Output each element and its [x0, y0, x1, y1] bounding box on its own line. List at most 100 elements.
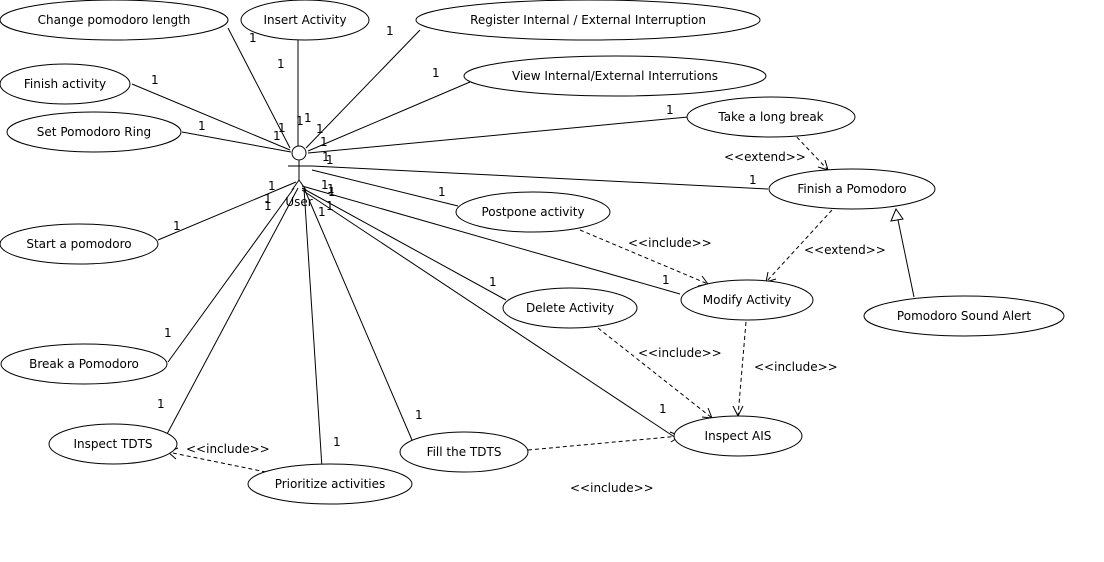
- mult-actor-3: 1: [278, 121, 286, 135]
- use-case-view-interruptions[interactable]: View Internal/External Interrutions: [463, 55, 767, 97]
- include-label-2: <<include>>: [638, 346, 722, 360]
- mult-delete-activity: 1: [489, 275, 497, 289]
- assoc-modify-activity: [301, 185, 681, 295]
- actor-label: User: [285, 195, 312, 209]
- assoc-register-interruption: [305, 29, 421, 149]
- use-case-break-pomodoro[interactable]: Break a Pomodoro: [0, 343, 168, 385]
- mult-actor-12: 1: [321, 178, 329, 192]
- mult-actor-10: 1: [264, 192, 272, 206]
- use-case-sound-alert[interactable]: Pomodoro Sound Alert: [863, 295, 1065, 337]
- dep-modify-include: [737, 321, 747, 417]
- actor-head: [291, 145, 307, 161]
- mult-actor-8: 1: [326, 153, 334, 167]
- stereotype-labels: <<extend>> <<include>> <<extend>> <<incl…: [186, 150, 886, 495]
- dep-postpone-include: [579, 229, 709, 285]
- mult-actor-16: 1: [318, 205, 326, 219]
- use-case-label: Set Pomodoro Ring: [37, 125, 151, 139]
- mult-actor-4: 1: [273, 129, 281, 143]
- use-case-register-interruption[interactable]: Register Internal / External Interruptio…: [415, 0, 761, 41]
- use-case-finish-pomodoro[interactable]: Finish a Pomodoro: [768, 168, 936, 210]
- assoc-prioritize: [303, 187, 323, 469]
- assoc-finish-pomodoro: [311, 165, 769, 190]
- generalization-line: [897, 219, 915, 298]
- include-label-4: <<include>>: [186, 442, 270, 456]
- use-case-modify-activity[interactable]: Modify Activity: [680, 279, 814, 321]
- use-case-label: Change pomodoro length: [38, 13, 191, 27]
- mult-actor-1: 1: [296, 114, 304, 128]
- use-case-label: Inspect TDTS: [73, 437, 152, 451]
- use-case-label: Start a pomodoro: [26, 237, 131, 251]
- mult-inspect-tdts: 1: [157, 397, 165, 411]
- use-case-label: View Internal/External Interrutions: [512, 69, 718, 83]
- assoc-fill-tdts: [303, 187, 413, 441]
- use-case-inspect-ais[interactable]: Inspect AIS: [673, 415, 803, 457]
- use-case-start-pomodoro[interactable]: Start a pomodoro: [0, 223, 159, 265]
- use-case-label: Fill the TDTS: [427, 445, 502, 459]
- use-case-label: Postpone activity: [481, 205, 584, 219]
- use-case-delete-activity[interactable]: Delete Activity: [502, 287, 638, 329]
- actor-leg-left: [291, 179, 300, 191]
- mult-postpone-activity: 1: [438, 185, 446, 199]
- multiplicity-labels: 1 1 1 1 1 1 1 1 1 1 1 1 1 1 1 1 1 1 1 1 …: [151, 24, 757, 449]
- actor-leg-right: [298, 179, 307, 191]
- use-case-label: Modify Activity: [703, 293, 791, 307]
- include-label-3: <<include>>: [754, 360, 838, 374]
- mult-fill-tdts: 1: [415, 408, 423, 422]
- assoc-finish-activity: [131, 83, 291, 151]
- use-case-finish-activity[interactable]: Finish activity: [0, 63, 131, 105]
- mult-finish-pomodoro: 1: [749, 173, 757, 187]
- actor-user[interactable]: User: [285, 145, 313, 209]
- mult-actor-15: 1: [326, 199, 334, 213]
- dep-long-break-extend: [791, 131, 829, 171]
- extend-label-1: <<extend>>: [724, 150, 806, 164]
- assoc-delete-activity: [301, 187, 507, 301]
- mult-actor-14: 1: [328, 185, 336, 199]
- mult-insert-activity: 1: [277, 57, 285, 71]
- mult-actor-7: 1: [322, 150, 330, 164]
- assoc-start-pomodoro: [157, 181, 297, 241]
- dep-delete-include: [597, 327, 713, 419]
- use-case-label: Insert Activity: [263, 13, 346, 27]
- assoc-break-pomodoro: [167, 187, 295, 363]
- use-case-label: Inspect AIS: [705, 429, 772, 443]
- mult-set-ring: 1: [198, 119, 206, 133]
- dep-fill-include: [527, 435, 681, 451]
- mult-actor-9: 1: [268, 179, 276, 193]
- include-label-5: <<include>>: [570, 481, 654, 495]
- mult-change-length: 1: [249, 31, 257, 45]
- mult-actor-11: 1: [264, 199, 272, 213]
- mult-register-interruption: 1: [386, 24, 394, 38]
- associations: [131, 27, 769, 469]
- mult-actor-6: 1: [320, 135, 328, 149]
- mult-actor-13: 1: [327, 182, 335, 196]
- use-case-label: Finish a Pomodoro: [797, 182, 906, 196]
- mult-actor-2: 1: [304, 111, 312, 125]
- use-case-label: Delete Activity: [526, 301, 614, 315]
- mult-finish-activity: 1: [151, 73, 159, 87]
- use-case-set-ring[interactable]: Set Pomodoro Ring: [6, 111, 182, 153]
- use-case-label: Break a Pomodoro: [29, 357, 139, 371]
- use-case-prioritize[interactable]: Prioritize activities: [247, 463, 413, 505]
- use-case-label: Prioritize activities: [275, 477, 386, 491]
- use-case-inspect-tdts[interactable]: Inspect TDTS: [48, 423, 178, 465]
- dep-prioritize-include: [167, 451, 267, 473]
- use-case-insert-activity[interactable]: Insert Activity: [240, 0, 370, 41]
- assoc-inspect-ais: [301, 189, 677, 439]
- use-case-take-long-break[interactable]: Take a long break: [686, 96, 856, 138]
- include-label-1: <<include>>: [628, 236, 712, 250]
- assoc-view-interruptions: [307, 81, 471, 152]
- use-case-fill-tdts[interactable]: Fill the TDTS: [399, 431, 529, 473]
- use-case-label: Pomodoro Sound Alert: [897, 309, 1031, 323]
- assoc-change-length: [227, 27, 291, 149]
- use-case-change-length[interactable]: Change pomodoro length: [0, 0, 229, 41]
- mult-take-long-break: 1: [666, 103, 674, 117]
- mult-actor-5: 1: [316, 122, 324, 136]
- mult-inspect-ais: 1: [659, 402, 667, 416]
- dep-finish-pomodoro-extend: [765, 209, 833, 283]
- use-case-label: Finish activity: [24, 77, 106, 91]
- mult-prioritize: 1: [333, 435, 341, 449]
- use-case-postpone-activity[interactable]: Postpone activity: [455, 191, 611, 233]
- mult-modify-activity: 1: [662, 273, 670, 287]
- assoc-postpone-activity: [311, 169, 459, 207]
